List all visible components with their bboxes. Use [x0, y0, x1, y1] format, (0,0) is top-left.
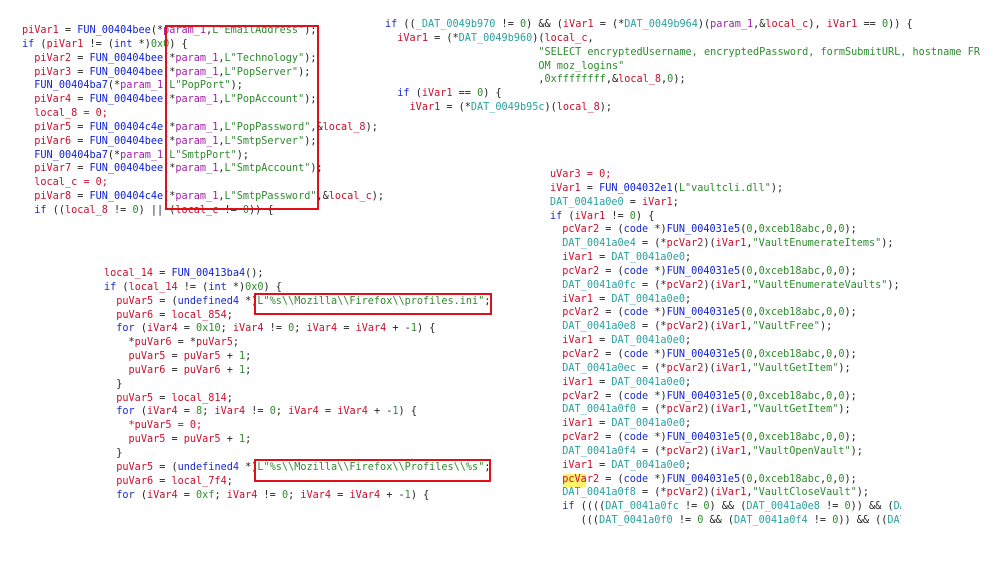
code-line: piVar4 = FUN_00404bee(*param_1,L"PopAcco…: [34, 94, 317, 106]
code-line: piVar7 = FUN_00404bee(*param_1,L"SmtpAcc…: [34, 163, 323, 175]
code-line: puVar5 = (undefined4 *)L"%s\\Mozilla\\Fi…: [116, 295, 491, 307]
cursor-highlight: [563, 474, 586, 487]
code-line: *puVar6 = *puVar5;: [104, 337, 239, 349]
code-line: pcVar2 = (code *)FUN_004031e5(0,0xceb18a…: [562, 307, 857, 319]
code-line: if ((((DAT_0041a0fc != 0) && (DAT_0041a0…: [562, 501, 901, 513]
code-line: pcVar2 = (code *)FUN_004031e5(0,0xceb18a…: [562, 348, 857, 360]
code-line: (((DAT_0041a0f0 != 0 && (DAT_0041a0f4 !=…: [550, 515, 901, 527]
code-line: }: [104, 447, 123, 459]
code-line: iVar1 = DAT_0041a0e0;: [562, 418, 692, 430]
code-line: DAT_0041a0f8 = (*pcVar2)(iVar1,"VaultClo…: [562, 487, 870, 499]
code-line: DAT_0041a0f0 = (*pcVar2)(iVar1,"VaultGet…: [562, 404, 851, 416]
code-line: pcVar2 = (code *)FUN_004031e5(0,0xceb18a…: [562, 265, 857, 277]
code-line: }: [104, 378, 123, 390]
code-line: if (local_14 != (int *)0x0) {: [104, 281, 282, 293]
code-line: *puVar5 = 0;: [104, 420, 203, 432]
code-line: for (iVar4 = 8; iVar4 != 0; iVar4 = iVar…: [116, 406, 417, 418]
code-line: puVar5 = puVar5 + 1;: [128, 351, 252, 363]
profiles-ini-highlight-box: [254, 293, 492, 315]
code-line: DAT_0041a0fc = (*pcVar2)(iVar1,"VaultEnu…: [562, 279, 900, 291]
outlook-credential-code: piVar1 = FUN_00404bee(*param_1,L"EmailAd…: [22, 24, 384, 218]
code-line: iVar1 = DAT_0041a0e0;: [562, 252, 692, 264]
code-line: piVar3 = FUN_00404bee(*param_1,L"PopServ…: [34, 66, 311, 78]
firefox-profiles-code: local_14 = FUN_00413ba4();if (local_14 !…: [104, 267, 490, 502]
code-line: DAT_0041a0e8 = (*pcVar2)(iVar1,"VaultFre…: [562, 321, 833, 333]
code-line: OM moz_logins": [538, 60, 625, 72]
windows-vault-code: uVar3 = 0; iVar1 = FUN_004032e1(L"vaultcl…: [550, 168, 901, 528]
code-line: ,0xffffffff,&local_8,0);: [385, 74, 686, 86]
code-line: iVar1 = DAT_0041a0e0;: [562, 459, 692, 471]
code-line: iVar1 = (*DAT_0049b960)(local_c,: [397, 32, 594, 44]
code-line: iVar1 = DAT_0041a0e0;: [562, 376, 692, 388]
code-line: iVar1 = DAT_0041a0e0;: [562, 293, 692, 305]
code-line: DAT_0041a0ec = (*pcVar2)(iVar1,"VaultGet…: [562, 362, 851, 374]
code-line: for (iVar4 = 0x10; iVar4 != 0; iVar4 = i…: [116, 323, 436, 335]
code-line: puVar5 = (undefined4 *)L"%s\\Mozilla\\Fi…: [116, 461, 491, 473]
code-line: DAT_0041a0e4 = (*pcVar2)(iVar1,"VaultEnu…: [562, 238, 894, 250]
code-line: puVar6 = puVar6 + 1;: [128, 364, 252, 376]
code-line: if ((local_8 != 0) || (local_c != 0)) {: [34, 204, 274, 216]
code-line: pcVar2 = (code *)FUN_004031e5(0,0xceb18a…: [562, 473, 857, 485]
code-line: piVar8 = FUN_00404c4e(*param_1,L"SmtpPas…: [34, 191, 384, 203]
code-line: if (iVar1 != 0) {: [550, 210, 655, 222]
firefox-sqlite-query-code: if ((_DAT_0049b970 != 0) && (iVar1 = (*D…: [385, 18, 980, 115]
code-line: local_c = 0;: [22, 177, 108, 189]
code-line: local_14 = FUN_00413ba4();: [104, 268, 264, 279]
code-line: puVar6 = local_7f4;: [116, 475, 233, 487]
code-line: piVar2 = FUN_00404bee(*param_1,L"Technol…: [34, 52, 317, 64]
code-line: pcVar2 = (code *)FUN_004031e5(0,0xceb18a…: [562, 390, 857, 402]
code-line: puVar5 = local_814;: [116, 392, 233, 404]
code-line: pcVar2 = (code *)FUN_004031e5(0,0xceb18a…: [562, 224, 857, 236]
code-line: piVar6 = FUN_00404bee(*param_1,L"SmtpSer…: [34, 135, 317, 147]
code-line: puVar5 = puVar5 + 1;: [128, 434, 252, 446]
code-line: if (iVar1 == 0) {: [397, 88, 502, 100]
code-line: iVar1 = DAT_0041a0e0;: [562, 335, 692, 347]
code-line: piVar5 = FUN_00404c4e(*param_1,L"PopPass…: [34, 121, 378, 133]
code-line: iVar1 = FUN_004032e1(L"vaultcli.dll");: [550, 182, 784, 194]
code-line: piVar1 = FUN_00404bee(*param_1,L"EmailAd…: [22, 25, 317, 36]
code-line: DAT_0041a0f4 = (*pcVar2)(iVar1,"VaultOpe…: [562, 445, 863, 457]
code-line: if ((_DAT_0049b970 != 0) && (iVar1 = (*D…: [385, 19, 913, 30]
outlook-registry-keys-highlight-box: [165, 25, 319, 210]
code-line: local_8 = 0;: [22, 108, 108, 120]
code-line: iVar1 = (*DAT_0049b95c)(local_8);: [409, 102, 612, 114]
code-line: DAT_0041a0e0 = iVar1;: [550, 196, 679, 208]
code-line: "SELECT encryptedUsername, encryptedPass…: [538, 46, 980, 58]
profiles-dir-highlight-box: [254, 459, 491, 482]
code-line: if (piVar1 != (int *)0x0) {: [22, 38, 188, 50]
code-line: uVar3 = 0;: [550, 169, 612, 180]
code-line: pcVar2 = (code *)FUN_004031e5(0,0xceb18a…: [562, 432, 857, 444]
code-line: puVar6 = local_854;: [116, 309, 233, 321]
code-line: for (iVar4 = 0xf; iVar4 != 0; iVar4 = iV…: [116, 489, 430, 501]
